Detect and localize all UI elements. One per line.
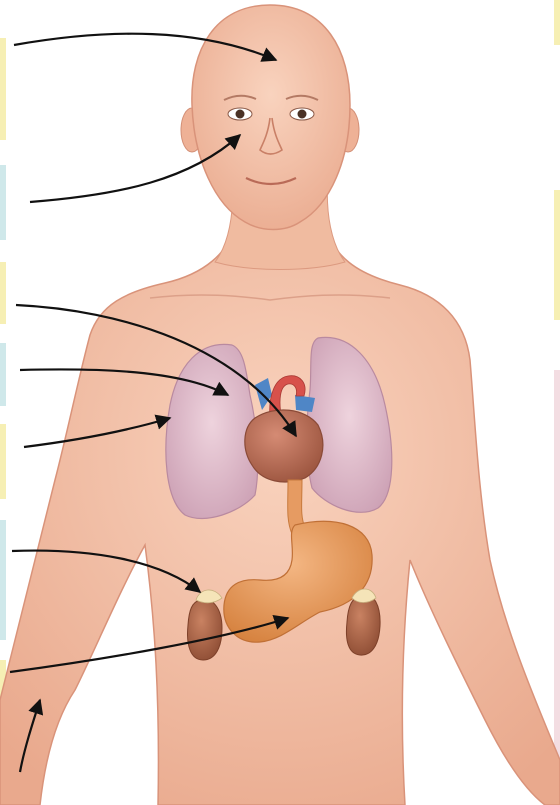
head xyxy=(192,5,350,230)
torso xyxy=(0,215,560,805)
label-tab-yellow xyxy=(0,262,6,324)
label-tab-teal xyxy=(0,520,6,640)
label-tab-teal xyxy=(0,343,6,406)
label-tab-yellow xyxy=(0,38,6,140)
heart xyxy=(245,410,323,482)
right-kidney xyxy=(346,595,380,655)
label-tab-yellow-right xyxy=(554,0,560,45)
label-tab-teal xyxy=(0,165,6,240)
label-tab-yellow xyxy=(0,424,6,499)
left-kidney xyxy=(188,599,222,660)
label-tab-pink-right xyxy=(554,370,560,805)
label-tab-yellow-right xyxy=(554,190,560,320)
